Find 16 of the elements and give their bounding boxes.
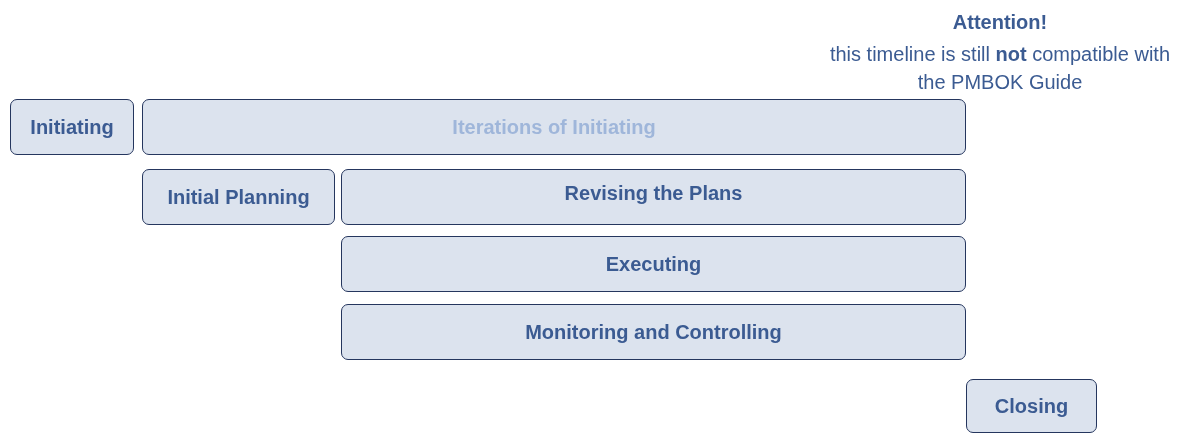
warning-note: this timeline is still not compatible with the PMBOK Guide [828, 42, 1172, 95]
phase-label: Revising the Plans [564, 181, 743, 205]
phase-label: Closing [994, 394, 1069, 418]
phase-box [966, 379, 1097, 433]
warning-heading: Attention! [951, 10, 1049, 35]
phase-label: Initial Planning [167, 185, 310, 209]
phase-box [10, 99, 134, 155]
phase-label: Monitoring and Controlling [525, 320, 782, 344]
phase-box [142, 99, 966, 155]
phase-box [142, 169, 335, 225]
phase-label: Initiating [30, 115, 114, 139]
phase-box [341, 236, 966, 292]
phase-label: Executing [605, 252, 702, 276]
phase-box [341, 169, 966, 225]
phase-label: Iterations of Initiating [452, 115, 656, 139]
phase-box [341, 304, 966, 360]
